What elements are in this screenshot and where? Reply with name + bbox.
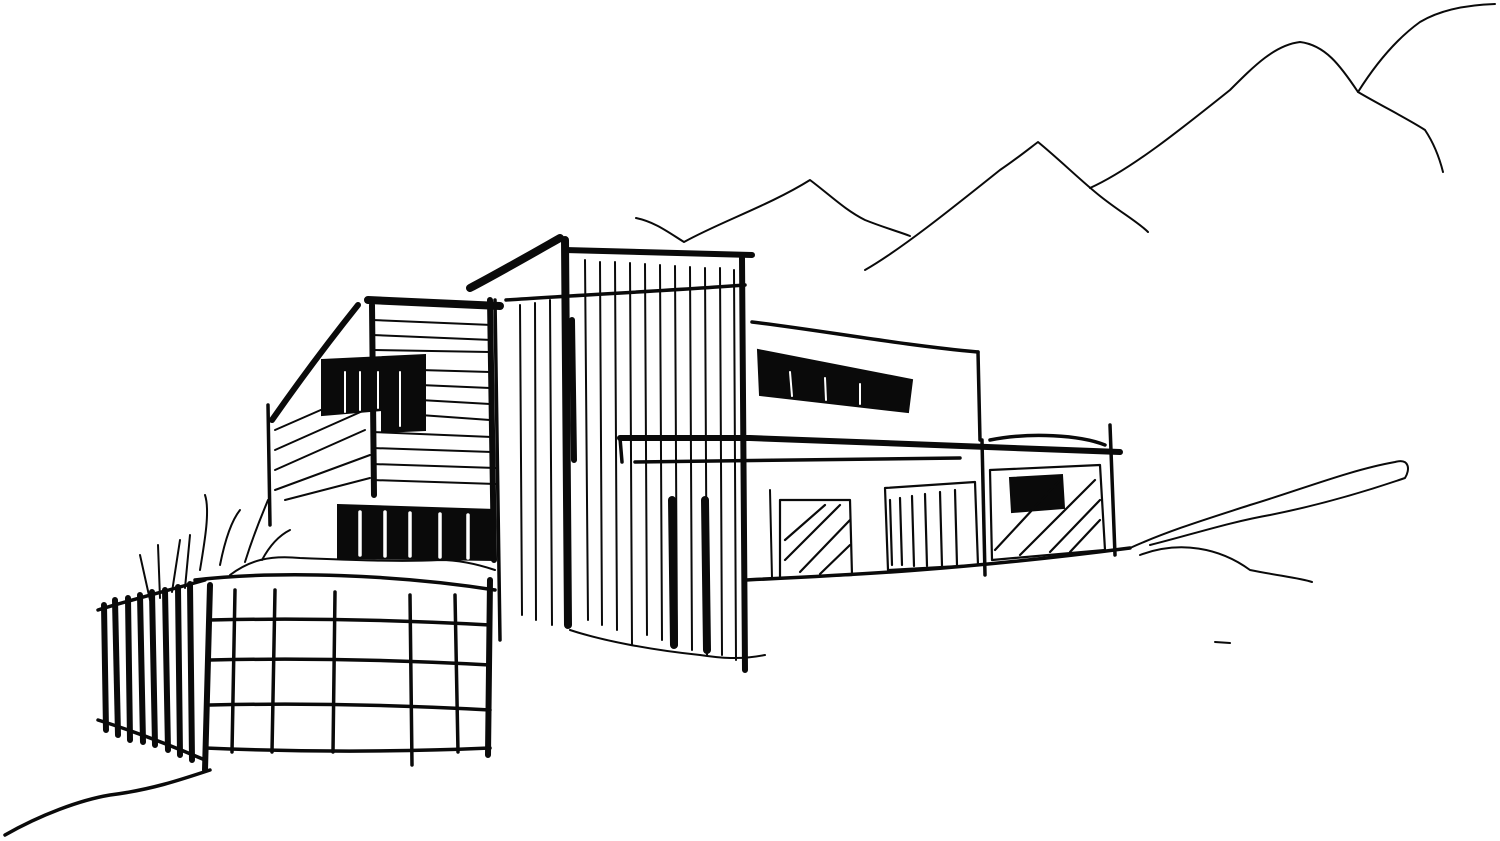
mountain-ridge-left — [635, 179, 911, 243]
right-lower-wall-left — [769, 489, 773, 579]
canopy — [617, 435, 1123, 464]
tower-roof-mid — [504, 283, 747, 302]
mountain-ridge-middle — [864, 141, 1149, 271]
left-lower-window-mullions — [358, 510, 470, 560]
side-fence-slats — [96, 578, 207, 763]
tower-door — [668, 496, 711, 654]
right-upper-window — [756, 348, 914, 414]
mountain-range — [635, 3, 1496, 271]
right-lower-end — [1108, 423, 1117, 557]
mountain-ridge-right — [1089, 41, 1444, 189]
fence-bottom-rail — [203, 746, 492, 753]
canopy-bottom-edge — [633, 456, 962, 464]
glazing-hatch-3 — [988, 463, 1107, 562]
tower-roof-top — [562, 247, 755, 258]
right-upper-roof — [750, 320, 980, 354]
tower-roof-front — [466, 234, 564, 292]
ground — [3, 460, 1409, 837]
left-roof-edge — [364, 296, 504, 310]
right-upper-wing — [750, 320, 982, 442]
tower-base — [569, 629, 766, 660]
left-lower-windows — [337, 503, 496, 562]
right-lower-roof-right — [988, 433, 1107, 447]
hillside-right — [1129, 460, 1409, 549]
tower-edge-inner — [493, 298, 502, 642]
canopy-top-edge — [617, 435, 1123, 455]
ground-line-front — [3, 768, 212, 837]
left-wall-vertical-1 — [266, 403, 272, 527]
tower-vertical-cladding — [519, 259, 737, 661]
left-building — [266, 296, 504, 563]
ground-mark — [1214, 641, 1231, 644]
left-upper-window-mullions — [344, 371, 401, 427]
tower-edge-right — [739, 255, 748, 673]
glazing-hatch-2 — [883, 480, 980, 572]
right-upper-end — [976, 350, 982, 442]
fence-post-right — [485, 577, 493, 758]
tower-slot-window — [569, 317, 577, 463]
fence-top-rail — [193, 573, 497, 592]
left-siding — [274, 319, 497, 501]
central-tower — [466, 234, 766, 673]
fence-post-left — [202, 582, 213, 773]
left-roof-slope — [269, 302, 361, 423]
canopy-return — [618, 436, 624, 464]
tower-edge-left — [561, 236, 572, 629]
right-upper-window-marks — [789, 371, 861, 405]
hillside-right-lower — [1139, 546, 1313, 583]
mountain-ridge-far-right — [1357, 3, 1496, 93]
right-lower-pillar — [980, 438, 987, 577]
glazing-hatch-1 — [778, 498, 854, 580]
front-fence — [96, 494, 497, 773]
right-lower-wing — [743, 423, 1132, 582]
grasses — [139, 494, 496, 601]
fence-grid — [208, 588, 492, 767]
